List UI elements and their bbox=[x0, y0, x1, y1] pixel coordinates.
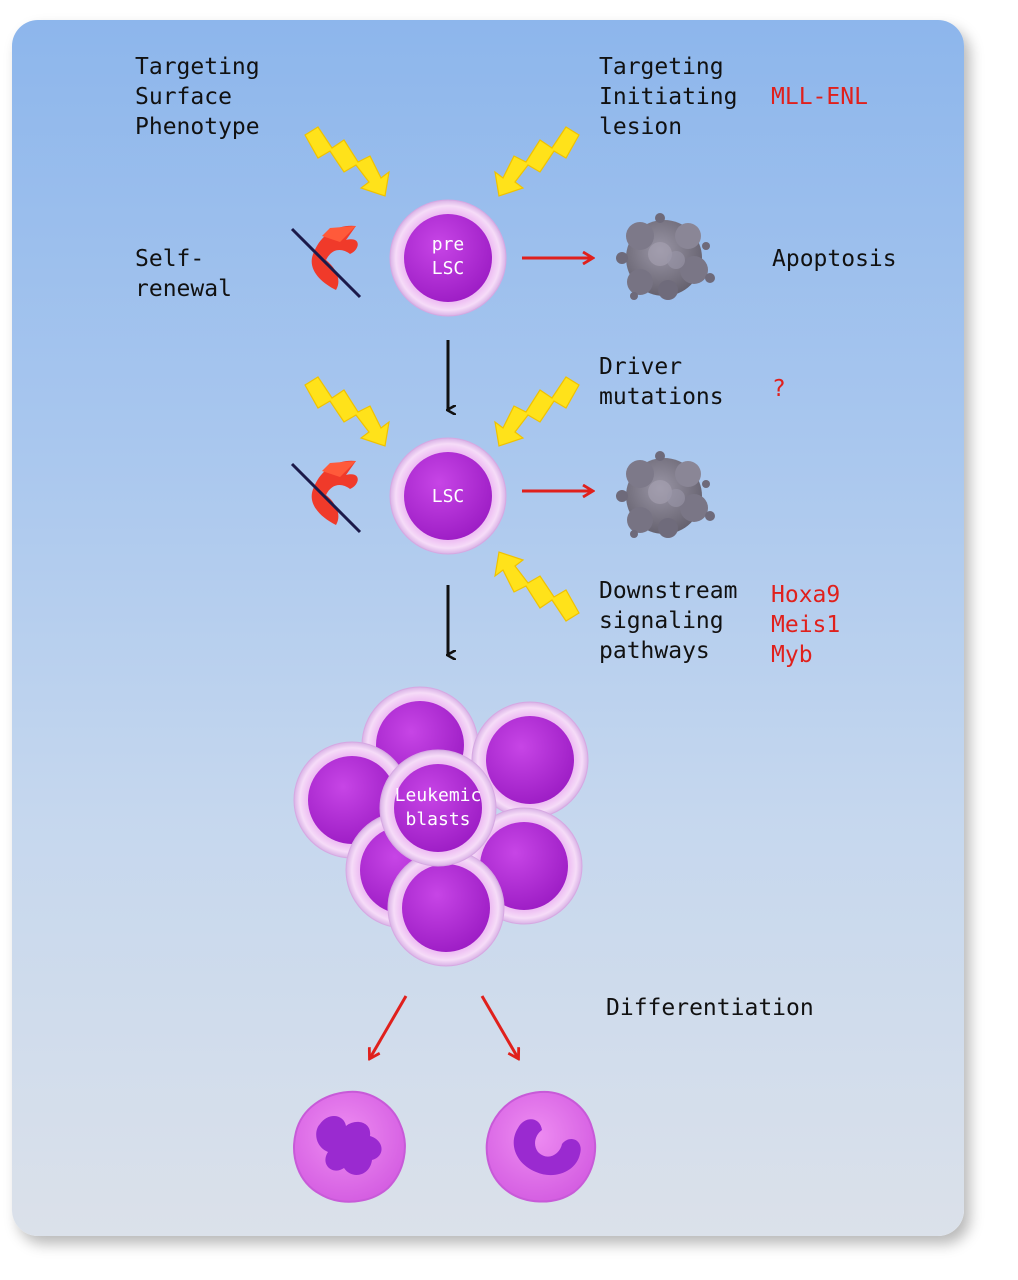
self-renewal-blocked-icon bbox=[290, 225, 362, 299]
label-targeting-initiating-lesion: Targeting Initiating lesion bbox=[599, 54, 738, 140]
lightning-bolt-mid-left-icon bbox=[304, 376, 390, 447]
apoptotic-cell-2 bbox=[616, 451, 715, 538]
label-myb: Myb bbox=[771, 642, 813, 668]
apoptotic-cell-1 bbox=[616, 213, 715, 300]
self-renewal-blocked-icon-2 bbox=[290, 460, 362, 534]
label-question: ? bbox=[772, 376, 786, 402]
label-driver-mutations: Driver mutations bbox=[599, 354, 724, 410]
leukemic-blasts-label: Leukemic blasts bbox=[394, 785, 482, 830]
lsc-cell bbox=[389, 437, 507, 555]
differentiated-cell-left bbox=[293, 1090, 406, 1203]
label-downstream-signaling: Downstream signaling pathways bbox=[599, 578, 738, 664]
pre-lsc-cell bbox=[389, 199, 507, 317]
label-hoxa9: Hoxa9 bbox=[771, 582, 841, 608]
differentiated-cell-right bbox=[485, 1090, 597, 1203]
arrow-differentiation-left bbox=[370, 995, 408, 1058]
lightning-bolt-top-right-icon bbox=[494, 126, 580, 197]
lightning-bolt-top-left-icon bbox=[304, 126, 390, 197]
lsc-label: LSC bbox=[431, 486, 465, 507]
lightning-bolt-mid-right-icon bbox=[494, 376, 580, 447]
label-meis1: Meis1 bbox=[771, 612, 841, 638]
label-self-renewal: Self- renewal bbox=[135, 246, 232, 302]
label-mll-enl: MLL-ENL bbox=[771, 84, 868, 110]
label-targeting-surface-phenotype: Targeting Surface Phenotype bbox=[135, 54, 260, 140]
leukemic-blasts-cluster bbox=[293, 686, 589, 967]
arrow-differentiation-right bbox=[480, 995, 518, 1058]
label-apoptosis: Apoptosis bbox=[772, 246, 897, 272]
pre-lsc-label: pre LSC bbox=[431, 234, 465, 279]
lightning-bolt-lower-right-icon bbox=[494, 551, 580, 622]
label-differentiation: Differentiation bbox=[606, 995, 814, 1021]
